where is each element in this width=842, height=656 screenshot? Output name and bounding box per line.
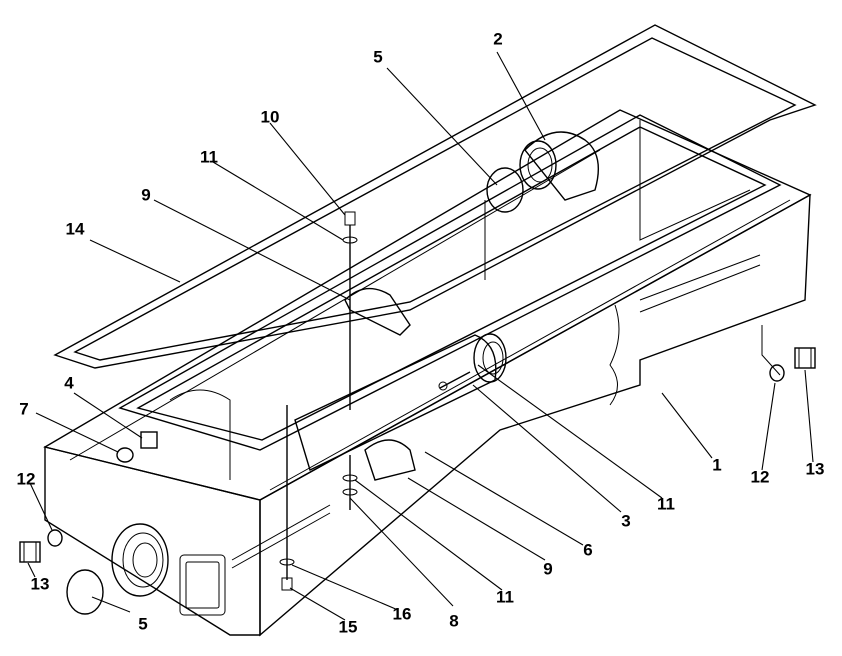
callout-15: 15 [339, 617, 358, 636]
callout-16: 16 [393, 604, 412, 623]
callout-11c: 11 [496, 587, 514, 606]
callout-9b: 9 [543, 559, 552, 578]
callout-labels: 1 2 3 4 5 5 6 7 8 9 9 10 11 11 11 12 12 … [17, 29, 825, 636]
front-cover [111, 523, 169, 597]
callout-13a: 13 [31, 574, 50, 593]
callout-10: 10 [261, 107, 280, 126]
callout-11a: 11 [200, 147, 218, 166]
callout-1: 1 [712, 455, 721, 474]
callout-2: 2 [493, 29, 502, 48]
seal-ring-right [769, 364, 785, 382]
lower-gasket [118, 114, 782, 451]
washer-small [116, 447, 134, 463]
callout-11b: 11 [657, 494, 675, 513]
callout-12a: 12 [17, 469, 36, 488]
callout-14: 14 [66, 219, 85, 238]
callout-7: 7 [19, 399, 28, 418]
callout-12b: 12 [751, 467, 770, 486]
drain-plug-right [794, 347, 816, 369]
suction-elbow [519, 131, 599, 201]
gasket-disc-upper [486, 167, 524, 213]
sump-housing [43, 109, 812, 637]
callout-6: 6 [583, 540, 592, 559]
bolt-stack-lower [279, 405, 358, 591]
seal-ring-left [47, 529, 63, 547]
bolt-stack-upper [342, 211, 358, 410]
callout-8: 8 [449, 611, 458, 630]
callout-5a: 5 [373, 47, 382, 66]
callout-5b: 5 [138, 614, 147, 633]
callout-9a: 9 [141, 185, 150, 204]
upper-gasket [53, 24, 817, 369]
inner-tube [294, 287, 507, 481]
callout-13b: 13 [806, 459, 825, 478]
callout-3: 3 [621, 511, 630, 530]
leader-lines [27, 51, 814, 621]
callout-4: 4 [64, 373, 74, 392]
plug-small [140, 431, 158, 449]
gasket-disc-lower [66, 569, 104, 615]
drain-plug-left [19, 541, 41, 563]
